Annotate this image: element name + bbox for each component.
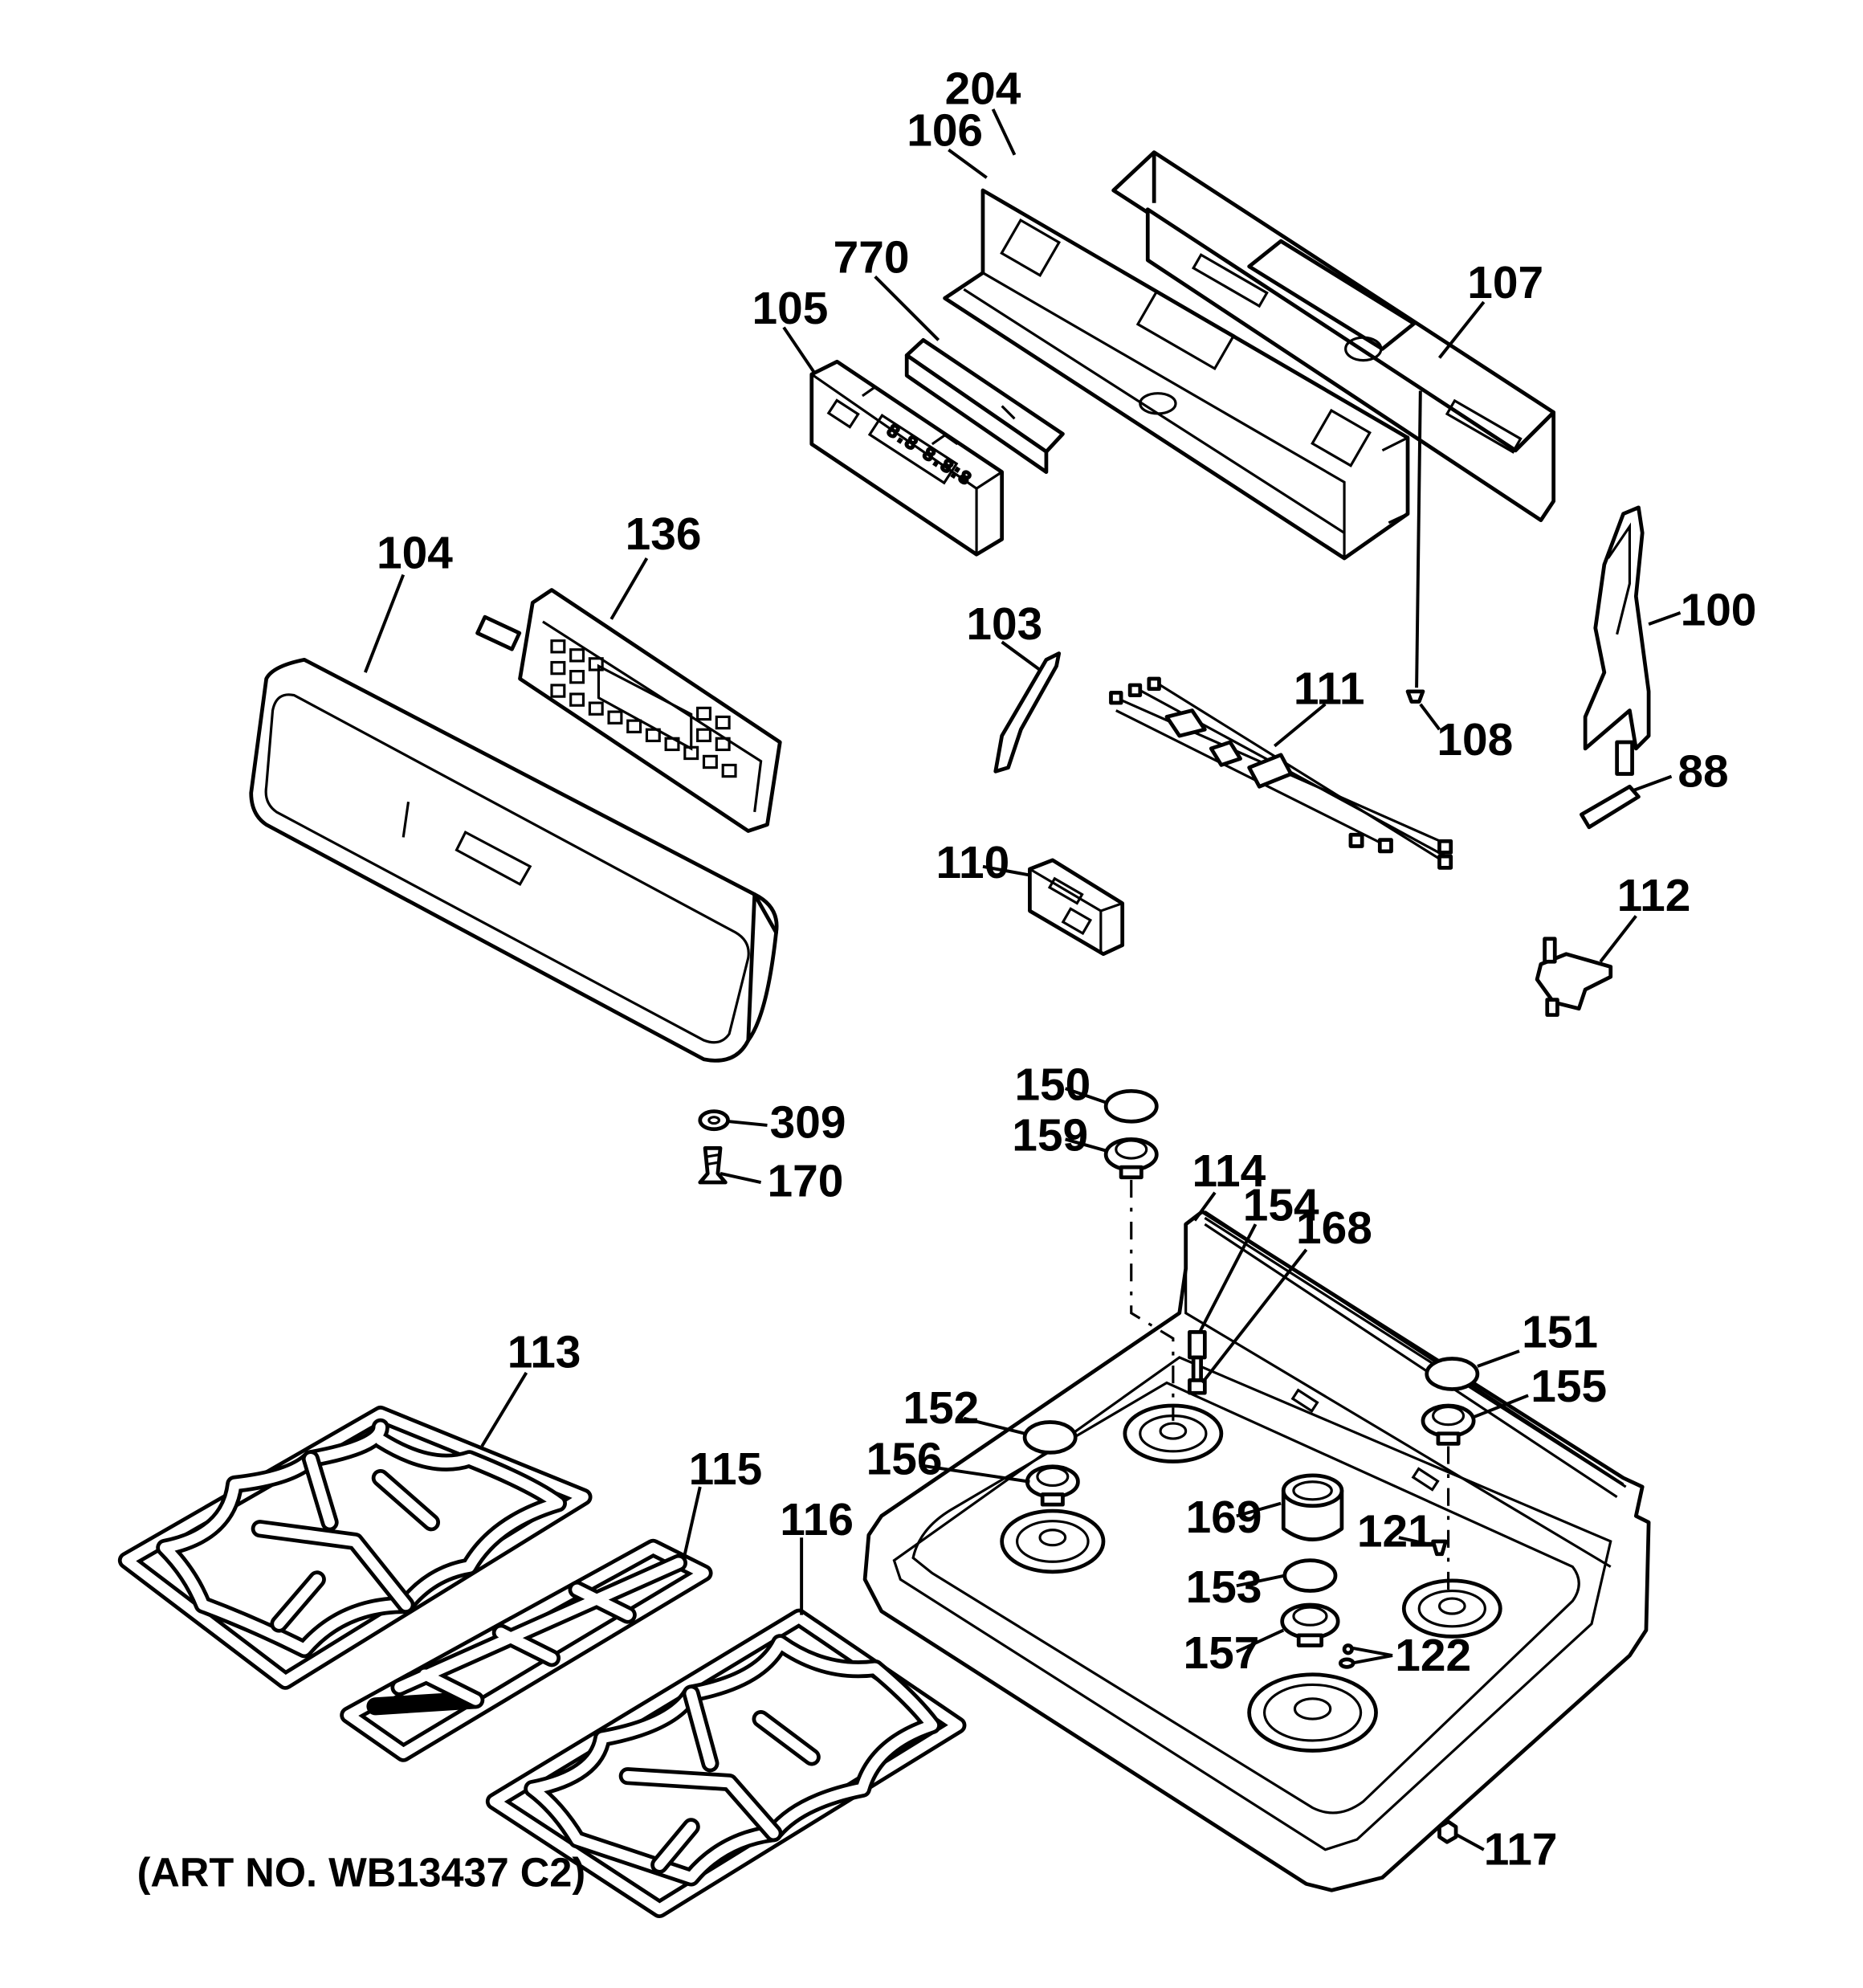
callout-136: 136: [626, 509, 702, 560]
callout-110: 110: [936, 838, 1010, 888]
screw-121: [1431, 1539, 1448, 1557]
callout-157: 157: [1183, 1628, 1259, 1679]
heat-shield-part: [904, 337, 1065, 474]
manifold-panel-part: [943, 188, 1410, 561]
callout-88: 88: [1678, 746, 1728, 797]
burner-cap-151: [1425, 1357, 1480, 1391]
callout-104: 104: [377, 529, 453, 579]
screw-part: [1405, 689, 1425, 704]
callout-121: 121: [1357, 1506, 1433, 1557]
bracket-part: [993, 651, 1062, 774]
callout-106: 106: [907, 106, 983, 157]
control-panel-part: [249, 657, 779, 1063]
ignition-module-part: [1028, 858, 1125, 957]
callout-168: 168: [1296, 1203, 1372, 1254]
callout-111: 111: [1294, 664, 1365, 715]
callout-154: 154: [1243, 1180, 1319, 1231]
burner-cap-153: [1282, 1558, 1338, 1593]
burner-head-159: [1103, 1137, 1159, 1180]
callout-150: 150: [1014, 1059, 1090, 1110]
callout-107: 107: [1467, 258, 1543, 308]
callout-115: 115: [689, 1444, 763, 1495]
washer-part: [698, 1109, 730, 1132]
switch-part: [1535, 937, 1613, 1017]
burner-cap-150: [1103, 1088, 1159, 1124]
grate-left-part: [117, 1405, 593, 1690]
orifice-part: [1188, 1378, 1207, 1395]
callout-122: 122: [1395, 1631, 1471, 1681]
burner-base-front-left: [1000, 1508, 1106, 1574]
callout-105: 105: [752, 284, 829, 334]
leader-lines: [364, 108, 1682, 1851]
callout-114: 114: [1192, 1146, 1266, 1197]
callout-152: 152: [903, 1383, 979, 1434]
callout-159: 159: [1012, 1111, 1088, 1161]
end-cap-part: [1583, 505, 1651, 776]
burner-head-157: [1280, 1602, 1340, 1647]
callout-156: 156: [866, 1434, 943, 1484]
callout-117: 117: [1484, 1825, 1558, 1876]
callout-108: 108: [1437, 715, 1513, 765]
burner-head-169: [1281, 1473, 1344, 1541]
callout-204: 204: [945, 64, 1021, 115]
callout-770: 770: [834, 233, 910, 284]
callout-170: 170: [767, 1156, 843, 1206]
callout-155: 155: [1531, 1361, 1607, 1412]
callout-153: 153: [1186, 1562, 1262, 1613]
bolt-part: [698, 1146, 728, 1185]
touchpad-overlay-part: [475, 588, 782, 833]
burner-head-155: [1421, 1403, 1476, 1446]
igniter-part: [1188, 1330, 1207, 1385]
callout-112: 112: [1617, 871, 1691, 921]
callout-113: 113: [508, 1328, 581, 1378]
nut-117: [1437, 1819, 1458, 1844]
art-number: (ART NO. WB13437 C2): [137, 1850, 586, 1896]
burner-cap-152: [1022, 1420, 1078, 1455]
burner-base-back-left: [1123, 1403, 1224, 1463]
callout-labels: 204 106 770 105 107 104 136 103 111 100 …: [137, 64, 1757, 1896]
grate-center-part: [340, 1538, 713, 1762]
callout-116: 116: [780, 1495, 854, 1545]
burner-base-back-right: [1401, 1578, 1502, 1639]
callout-151: 151: [1522, 1307, 1598, 1357]
wire-harness-part: [1109, 676, 1453, 870]
grate-right-part: [485, 1608, 967, 1919]
callout-103: 103: [966, 599, 1042, 650]
callout-309: 309: [770, 1098, 846, 1149]
callout-100: 100: [1681, 586, 1757, 636]
clip-part: [1580, 784, 1641, 830]
vent-trim-part: [1111, 150, 1556, 522]
callout-169: 169: [1186, 1492, 1262, 1543]
burner-base-front-center: [1247, 1672, 1378, 1753]
